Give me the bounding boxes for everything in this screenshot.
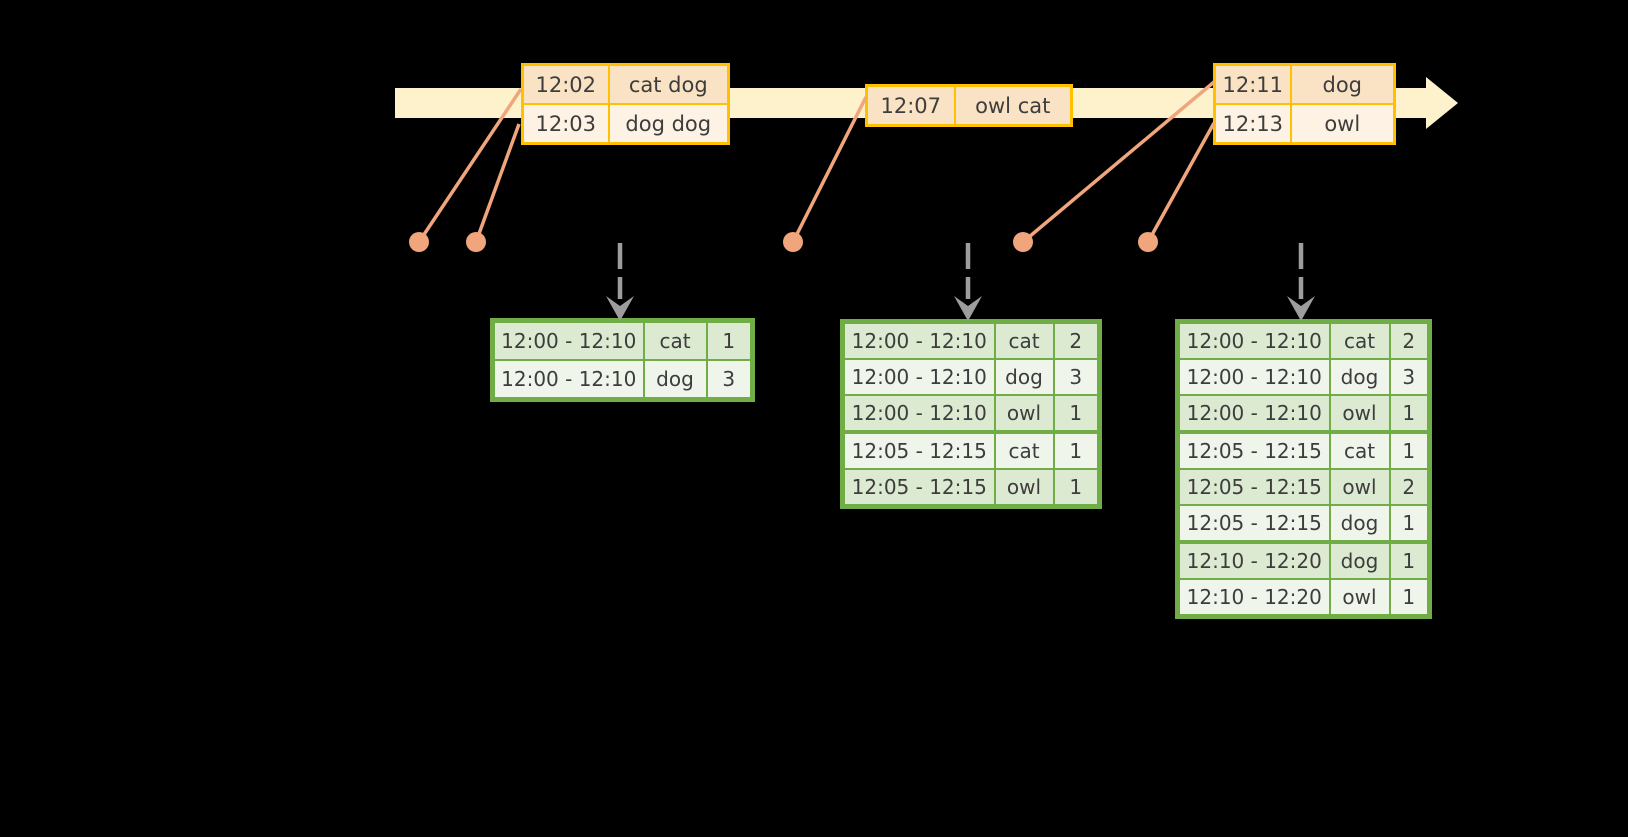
count-cell: 1: [1388, 540, 1431, 580]
word-cell: owl: [1328, 468, 1391, 506]
word-cell: owl: [1328, 394, 1391, 433]
word-cell: dog: [1328, 504, 1391, 543]
word-cell: cat: [1328, 320, 1391, 360]
trigger-arrowhead-icon: [1287, 296, 1315, 321]
window-cell: 12:00 - 12:10: [841, 394, 996, 433]
word-cell: cat: [1328, 430, 1391, 470]
event-marker-dot: [783, 232, 803, 252]
window-cell: 12:00 - 12:10: [491, 319, 645, 361]
event-time: 12:02: [521, 63, 610, 105]
window-cell: 12:05 - 12:15: [1176, 468, 1331, 506]
count-cell: 3: [705, 359, 754, 401]
count-cell: 1: [1052, 430, 1101, 470]
window-cell: 12:00 - 12:10: [1176, 394, 1331, 433]
window-cell: 12:10 - 12:20: [1176, 540, 1331, 580]
event-time: 12:11: [1213, 63, 1292, 105]
event-time: 12:07: [865, 84, 956, 127]
window-cell: 12:00 - 12:10: [491, 359, 645, 401]
timeline-arrowhead-icon: [1426, 77, 1458, 129]
window-cell: 12:00 - 12:10: [1176, 358, 1331, 396]
window-cell: 12:05 - 12:15: [1176, 430, 1331, 470]
count-cell: 2: [1388, 468, 1431, 506]
count-cell: 1: [1388, 394, 1431, 433]
count-cell: 2: [1052, 320, 1101, 360]
count-cell: 1: [1388, 430, 1431, 470]
word-cell: dog: [642, 359, 708, 401]
leader-line: [474, 123, 521, 243]
count-cell: 1: [705, 319, 754, 361]
word-cell: dog: [1328, 358, 1391, 396]
event-time: 12:13: [1213, 103, 1292, 145]
leader-line: [791, 96, 868, 243]
window-cell: 12:00 - 12:10: [841, 358, 996, 396]
count-cell: 1: [1388, 504, 1431, 543]
window-cell: 12:10 - 12:20: [1176, 578, 1331, 618]
window-cell: 12:05 - 12:15: [841, 468, 996, 508]
count-cell: 1: [1052, 468, 1101, 508]
event-marker-dot: [1138, 232, 1158, 252]
event-words: owl cat: [953, 84, 1073, 127]
word-cell: owl: [993, 394, 1055, 433]
window-cell: 12:05 - 12:15: [1176, 504, 1331, 543]
trigger-arrowhead-icon: [954, 296, 982, 321]
count-cell: 1: [1388, 578, 1431, 618]
window-cell: 12:00 - 12:10: [1176, 320, 1331, 360]
word-cell: dog: [993, 358, 1055, 396]
event-marker-dot: [409, 232, 429, 252]
word-cell: owl: [993, 468, 1055, 508]
event-marker-dot: [466, 232, 486, 252]
event-time: 12:03: [521, 103, 610, 145]
count-cell: 1: [1052, 394, 1101, 433]
window-cell: 12:05 - 12:15: [841, 430, 996, 470]
event-marker-dot: [1013, 232, 1033, 252]
event-words: owl: [1289, 103, 1396, 145]
window-cell: 12:00 - 12:10: [841, 320, 996, 360]
leader-line: [1146, 122, 1216, 243]
count-cell: 2: [1388, 320, 1431, 360]
word-cell: dog: [1328, 540, 1391, 580]
count-cell: 3: [1052, 358, 1101, 396]
word-cell: cat: [642, 319, 708, 361]
word-cell: owl: [1328, 578, 1391, 618]
event-words: dog dog: [607, 103, 730, 145]
event-words: cat dog: [607, 63, 730, 105]
word-cell: cat: [993, 430, 1055, 470]
event-words: dog: [1289, 63, 1396, 105]
count-cell: 3: [1388, 358, 1431, 396]
word-cell: cat: [993, 320, 1055, 360]
